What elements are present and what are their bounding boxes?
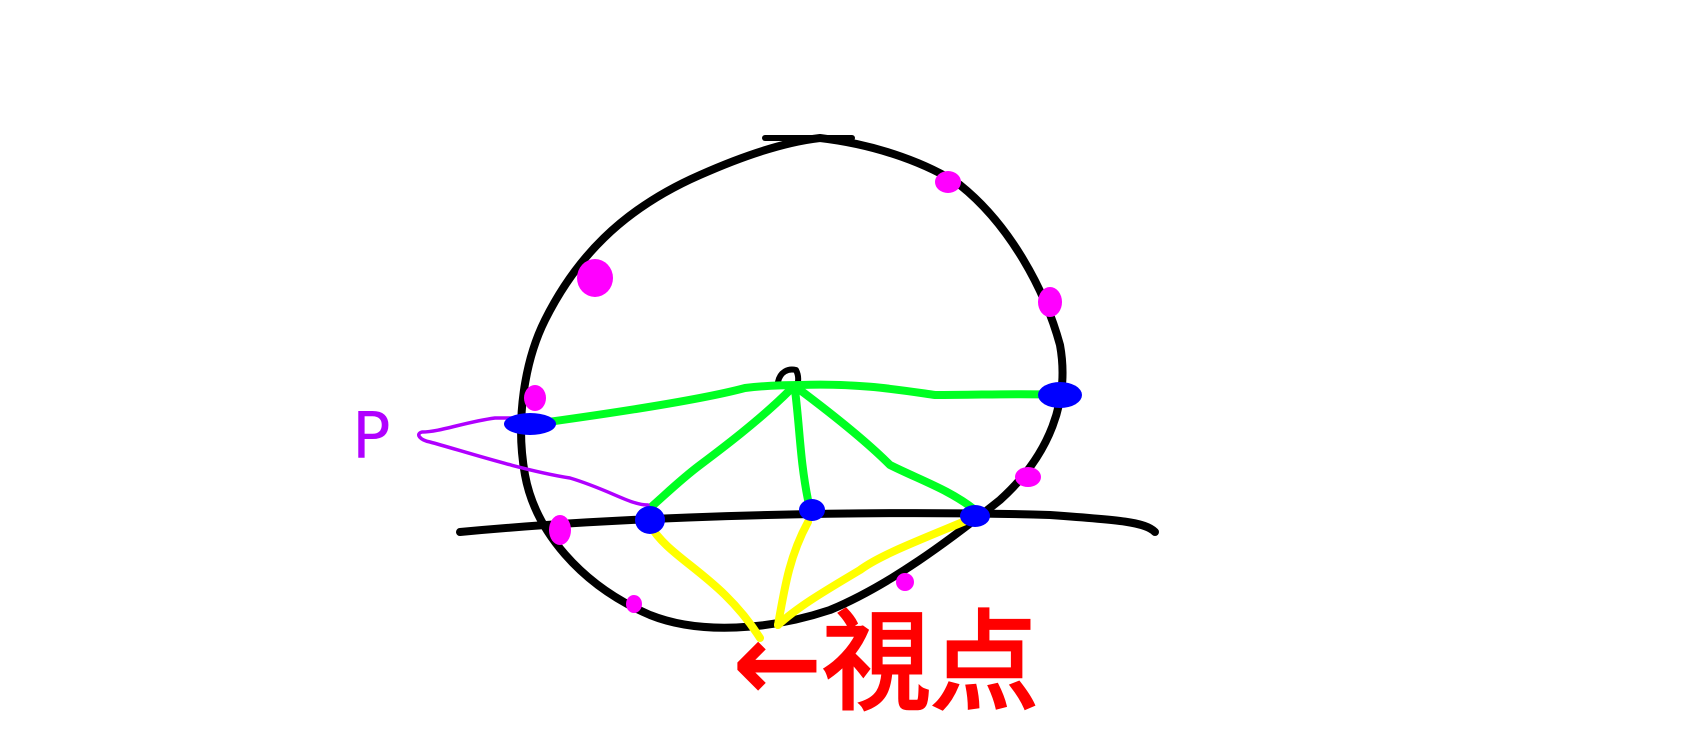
blue-point [960, 505, 990, 527]
green-edge-down-left [646, 386, 794, 512]
label-p: P [352, 400, 391, 474]
green-edge-down-center [791, 386, 812, 504]
yellow-ray-center [774, 518, 812, 629]
yellow-ray-right [774, 513, 979, 629]
magenta-point [549, 515, 571, 545]
green-edges [544, 380, 1062, 514]
blue-point [635, 506, 665, 534]
magenta-point [1015, 467, 1041, 487]
circle-outline [517, 134, 1067, 632]
magenta-point [524, 385, 546, 411]
yellow-rays [646, 513, 979, 642]
magenta-point [577, 259, 613, 297]
blue-points [504, 382, 1082, 534]
p-pointer-line [417, 416, 650, 507]
green-edge-right [796, 380, 1062, 399]
horizon-line [456, 509, 1159, 536]
green-edge-left [544, 381, 804, 426]
green-edge-down-right [796, 386, 979, 514]
magenta-point [1038, 287, 1062, 317]
magenta-point [626, 595, 642, 613]
yellow-ray-left [646, 521, 764, 642]
blue-point [1038, 382, 1082, 408]
label-viewpoint: ←視点 [732, 601, 1039, 726]
blue-point [799, 499, 825, 521]
blue-point [504, 413, 556, 435]
magenta-point [935, 171, 961, 193]
magenta-points [524, 171, 1062, 613]
magenta-point [896, 573, 914, 591]
